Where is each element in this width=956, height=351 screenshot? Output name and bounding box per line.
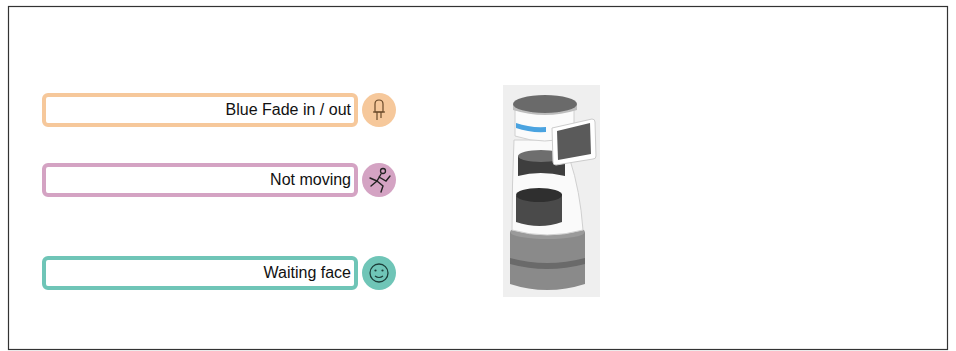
state-label: Waiting face	[264, 263, 354, 283]
led-icon	[362, 93, 396, 127]
state-label: Blue Fade in / out	[226, 100, 354, 120]
frame	[9, 7, 948, 350]
movement-icon	[362, 163, 396, 197]
state-label: Not moving	[270, 170, 354, 190]
robot-illustration	[503, 85, 600, 297]
state-box: Not moving	[42, 163, 358, 197]
state-box: Blue Fade in / out	[42, 93, 358, 127]
state-box: Waiting face	[42, 256, 358, 290]
face-icon	[362, 256, 396, 290]
